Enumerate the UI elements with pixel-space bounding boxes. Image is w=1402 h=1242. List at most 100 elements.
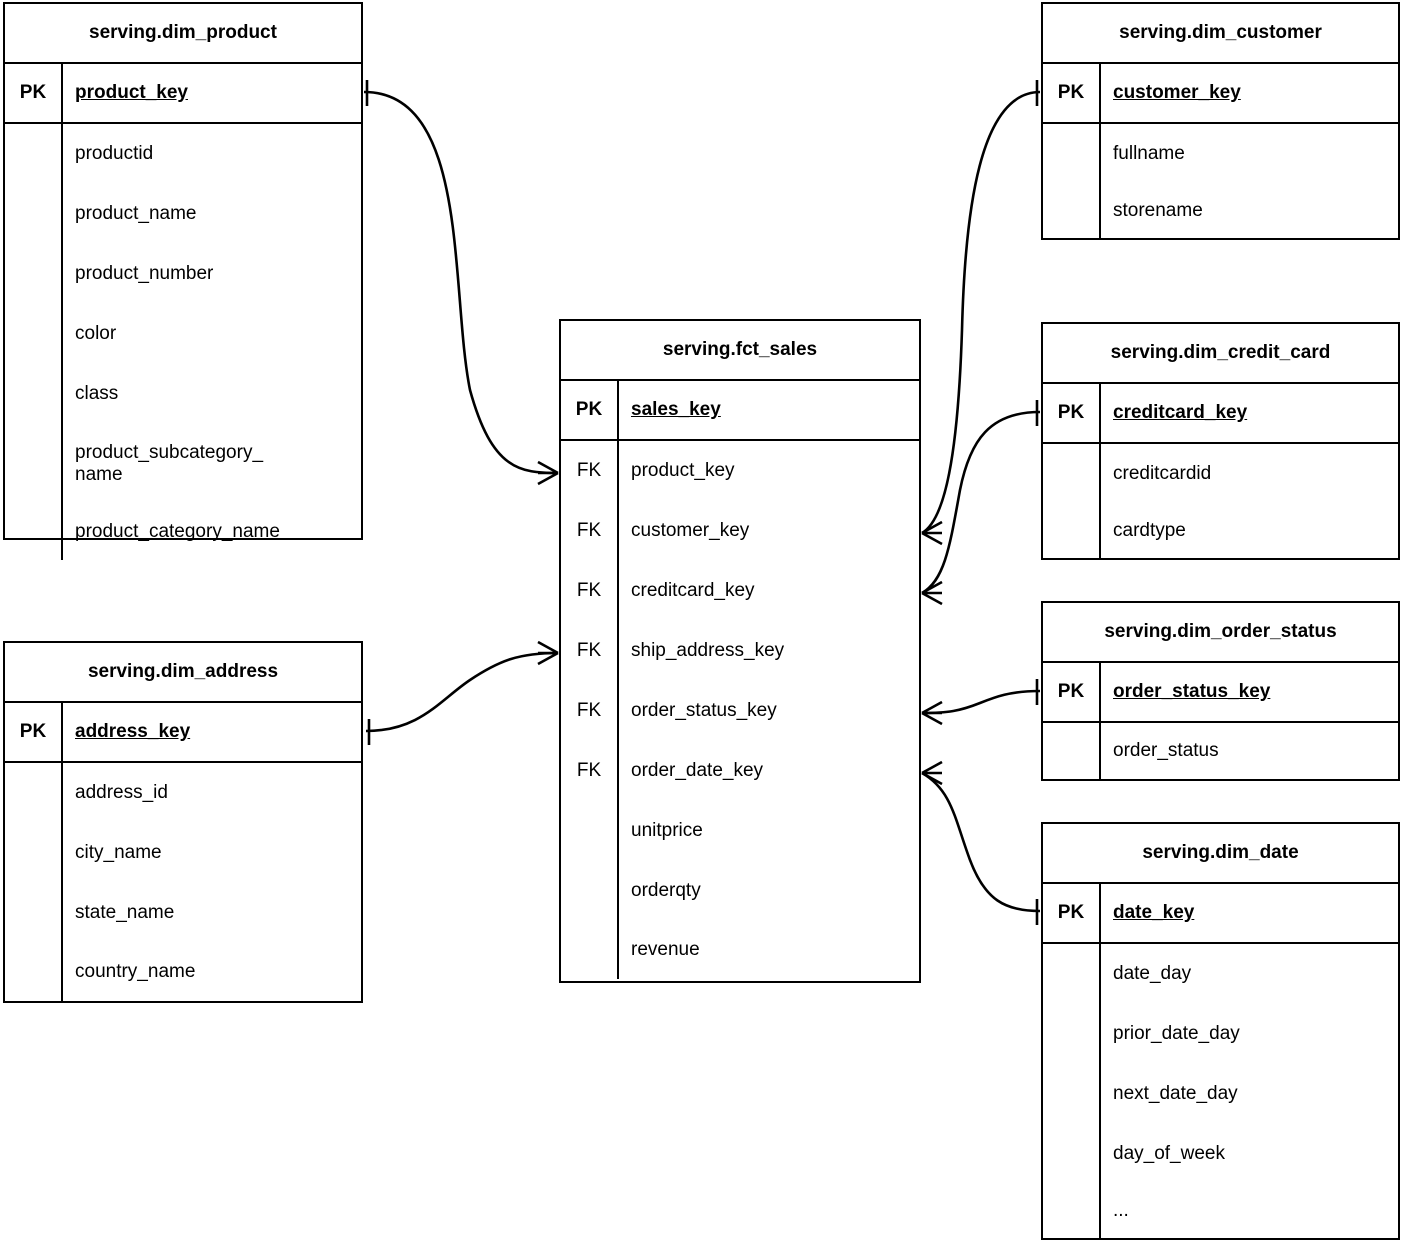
fk-marker: FK [576, 700, 602, 721]
field-name: creditcardid [1113, 462, 1212, 484]
pk-field-name: sales_key [631, 399, 721, 420]
field-marker [1043, 1064, 1099, 1124]
pk-field-name: order_status_key [1113, 681, 1271, 702]
field-name: ship_address_key [631, 639, 785, 661]
entity-fields: FK FK FK FK FK FK product_key customer_k… [561, 441, 919, 979]
field-marker [5, 124, 61, 184]
relationship-credit-card [921, 400, 1041, 606]
field-name-column: fullname storename [1101, 124, 1398, 238]
entity-title: serving.fct_sales [561, 321, 919, 381]
relationship-customer [921, 80, 1041, 546]
entity-fields: order_status [1043, 723, 1398, 779]
field-name: cardtype [1113, 519, 1186, 541]
pk-field-name: date_key [1113, 902, 1195, 923]
primary-key-row[interactable]: PK date_key [1043, 884, 1398, 944]
field-name: class [75, 382, 119, 404]
pk-marker: PK [1043, 663, 1101, 721]
field-marker [561, 921, 617, 979]
entity-dim-address[interactable]: serving.dim_address PK address_key addre… [3, 641, 363, 1003]
pk-field-name: creditcard_key [1113, 402, 1248, 423]
field-marker [5, 184, 61, 244]
entity-dim-product[interactable]: serving.dim_product PK product_key produ… [3, 2, 363, 560]
field-marker [1043, 124, 1099, 184]
field-name: unitprice [631, 819, 703, 841]
key-marker-column [5, 124, 63, 560]
entity-fct-sales[interactable]: serving.fct_sales PK sales_key FK FK FK … [559, 319, 921, 983]
entity-title: serving.dim_credit_card [1043, 324, 1398, 384]
key-marker-column [1043, 124, 1101, 238]
field-marker [1043, 1184, 1099, 1238]
primary-key-row[interactable]: PK customer_key [1043, 64, 1398, 124]
field-marker [5, 304, 61, 364]
entity-title: serving.dim_order_status [1043, 603, 1398, 663]
field-name-column: order_status [1101, 723, 1398, 779]
field-name: customer_key [631, 519, 750, 541]
fk-marker: FK [576, 520, 602, 541]
pk-field-name: customer_key [1113, 82, 1241, 103]
pk-marker: PK [1043, 384, 1101, 442]
field-name: order_status_key [631, 699, 777, 721]
entity-dim-date[interactable]: serving.dim_date PK date_key date_day pr… [1041, 822, 1400, 1240]
field-marker [5, 763, 61, 823]
field-name: orderqty [631, 879, 701, 901]
pk-field-name: address_key [75, 721, 191, 742]
field-name-column: creditcardid cardtype [1101, 444, 1398, 558]
entity-fields: date_day prior_date_day next_date_day da… [1043, 944, 1398, 1238]
relationship-address [365, 640, 559, 745]
entity-dim-order-status[interactable]: serving.dim_order_status PK order_status… [1041, 601, 1400, 781]
entity-fields: creditcardid cardtype [1043, 444, 1398, 558]
pk-marker: PK [5, 64, 63, 122]
entity-title: serving.dim_product [5, 4, 361, 64]
field-name: productid [75, 142, 154, 164]
field-marker [561, 861, 617, 921]
entity-fields: productid product_name product_number co… [5, 124, 361, 560]
entity-title: serving.dim_date [1043, 824, 1398, 884]
field-marker [561, 801, 617, 861]
field-marker [1043, 444, 1099, 504]
relationship-product [363, 80, 559, 486]
field-name: revenue [631, 938, 700, 960]
primary-key-row[interactable]: PK address_key [5, 703, 361, 763]
field-name: ... [1113, 1199, 1129, 1221]
entity-dim-credit-card[interactable]: serving.dim_credit_card PK creditcard_ke… [1041, 322, 1400, 560]
field-name: order_date_key [631, 759, 764, 781]
primary-key-row[interactable]: PK product_key [5, 64, 361, 124]
field-name: date_day [1113, 962, 1192, 984]
key-marker-column [1043, 944, 1101, 1238]
field-name-column: date_day prior_date_day next_date_day da… [1101, 944, 1398, 1238]
relationship-date [921, 760, 1041, 925]
field-name: order_status [1113, 739, 1219, 761]
entity-fields: fullname storename [1043, 124, 1398, 238]
field-marker [1043, 184, 1099, 238]
field-name: prior_date_day [1113, 1022, 1240, 1044]
field-marker [1043, 1004, 1099, 1064]
fk-marker: FK [576, 580, 602, 601]
field-name: creditcard_key [631, 579, 755, 601]
primary-key-row[interactable]: PK sales_key [561, 381, 919, 441]
field-name: fullname [1113, 142, 1185, 164]
key-marker-column [5, 763, 63, 1001]
entity-title: serving.dim_address [5, 643, 361, 703]
field-marker [5, 883, 61, 943]
entity-fields: address_id city_name state_name country_… [5, 763, 361, 1001]
field-name: city_name [75, 841, 162, 863]
field-marker [1043, 504, 1099, 558]
field-name: address_id [75, 781, 168, 803]
field-name-column: productid product_name product_number co… [63, 124, 361, 560]
field-name: product_subcategory_ name [75, 441, 264, 485]
field-name-column: address_id city_name state_name country_… [63, 763, 361, 1001]
field-marker [1043, 723, 1099, 779]
pk-marker: PK [5, 703, 63, 761]
field-name: day_of_week [1113, 1142, 1225, 1164]
primary-key-row[interactable]: PK order_status_key [1043, 663, 1398, 723]
relationship-order-status [921, 679, 1041, 726]
field-marker [5, 823, 61, 883]
entity-dim-customer[interactable]: serving.dim_customer PK customer_key ful… [1041, 2, 1400, 240]
primary-key-row[interactable]: PK creditcard_key [1043, 384, 1398, 444]
field-name: product_number [75, 262, 214, 284]
fk-marker: FK [576, 760, 602, 781]
field-marker [5, 424, 61, 504]
field-name: country_name [75, 960, 196, 982]
entity-title: serving.dim_customer [1043, 4, 1398, 64]
field-name: product_key [631, 459, 735, 481]
